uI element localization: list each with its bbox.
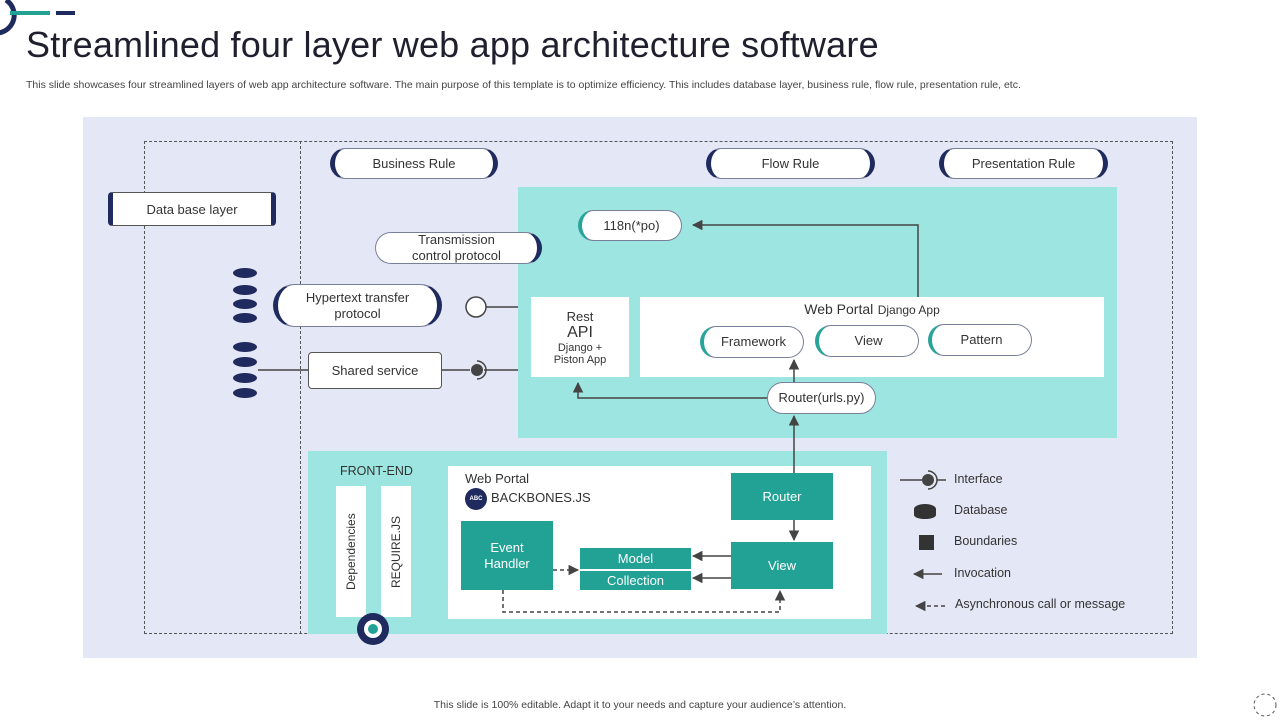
collection-box: Collection — [580, 571, 691, 590]
router-urls-pill: Router(urls.py) — [767, 382, 876, 414]
router-box: Router — [731, 473, 833, 520]
event-to-view-async-arrow — [502, 589, 786, 613]
footer-note: This slide is 100% editable. Adapt it to… — [433, 699, 847, 711]
rest-line2: API — [567, 323, 593, 341]
view-box: View — [731, 542, 833, 589]
i18n-pill: 118n(*po) — [578, 210, 682, 241]
portal-to-i18n-arrow — [691, 219, 919, 297]
rest-line1: Rest — [566, 308, 594, 324]
web-portal-sub: Django App — [877, 303, 940, 317]
rest-line4: Piston App — [553, 353, 607, 366]
http-pill: Hypertext transfer protocol — [273, 284, 442, 327]
corner-arc-decor — [0, 0, 17, 36]
web-portal-frontend-title: Web Portal — [465, 471, 530, 486]
legend-boundaries-icon — [919, 535, 934, 550]
tcp-line1: Transmission — [418, 232, 495, 247]
interface-icon-shared — [471, 364, 483, 376]
database-stack-icon-top — [233, 268, 257, 323]
http-line1: Hypertext transfer — [305, 289, 410, 305]
http-line2: protocol — [334, 305, 381, 321]
abc-badge-icon: ABC — [465, 488, 487, 510]
web-portal-title: Web Portal — [804, 301, 874, 317]
legend-boundaries-label: Boundaries — [954, 534, 1018, 548]
page-title: Streamlined four layer web app architect… — [26, 24, 879, 65]
event-handler-line2: Handler — [484, 555, 530, 571]
legend-invocation-label: Invocation — [954, 566, 1011, 580]
flow-rule-pill: Flow Rule — [706, 148, 875, 179]
accent-bar-navy — [56, 11, 75, 15]
presentation-rule-pill: Presentation Rule — [939, 148, 1108, 179]
database-layer-label: Data base layer — [108, 192, 276, 226]
frontend-label: FRONT-END — [340, 464, 413, 478]
framework-pill: Framework — [700, 326, 804, 358]
legend-interface-label: Interface — [954, 472, 1003, 486]
event-handler-box: Event Handler — [461, 521, 553, 590]
database-stack-icon-bottom — [233, 342, 257, 398]
corner-circle-decor — [1253, 693, 1277, 717]
web-portal-django-heading: Web Portal Django App — [640, 301, 1104, 319]
backbones-label: BACKBONES.JS — [491, 490, 591, 505]
view-pill: View — [815, 325, 919, 357]
model-box: Model — [580, 548, 691, 569]
rest-line3: Django + — [557, 341, 603, 354]
pattern-pill: Pattern — [928, 324, 1032, 356]
accent-bar-teal — [10, 11, 50, 15]
tcp-line2: control protocol — [412, 248, 501, 263]
legend-async-label: Asynchronous call or message — [955, 597, 1126, 611]
business-rule-pill: Business Rule — [330, 148, 498, 179]
router-to-rest-arrow — [572, 381, 767, 399]
boundary-divider — [300, 141, 301, 634]
event-handler-line1: Event — [490, 539, 524, 555]
page-subtitle: This slide showcases four streamlined la… — [26, 79, 1021, 91]
http-endpoint-icon — [465, 296, 487, 318]
rest-api-box: Rest API Django + Piston App — [531, 297, 629, 377]
tcp-pill: Transmission control protocol — [375, 232, 542, 264]
shared-service-box: Shared service — [308, 352, 442, 389]
legend-database-label: Database — [954, 503, 1008, 517]
